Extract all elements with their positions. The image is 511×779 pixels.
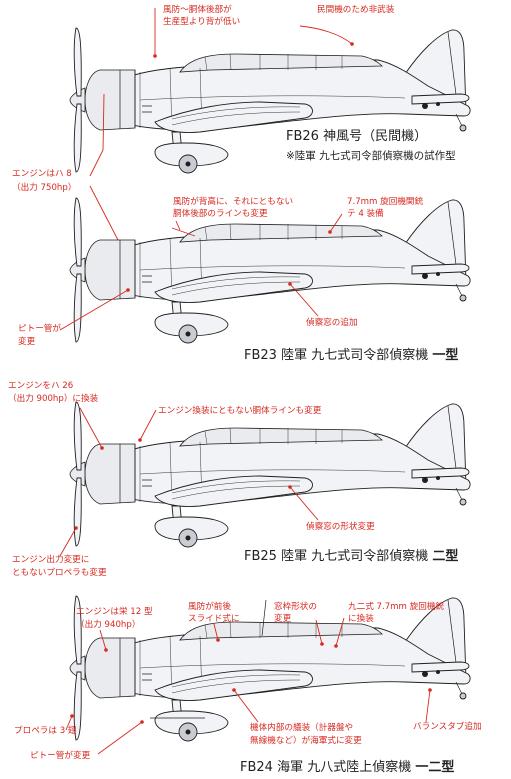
fb25-plane-drawing [69,401,471,548]
fb25-leader-engine [79,407,103,449]
fb26-block: FB26 神風号（民間機） ※陸軍 九七式司令部偵察機の試作型 風防〜胴体後部が… [153,3,456,162]
fb23-leader-canopy [171,227,196,237]
fb23-title: FB23 陸軍 九七式司令部偵察機 一型 [244,347,458,363]
fb24-leader-frame [315,619,323,645]
fb26-subtitle: ※陸軍 九七式司令部偵察機の試作型 [286,149,456,162]
fb24-leader-engine [99,629,107,651]
fb24-block: FB24 海軍 九八式陸上偵察機 一二型 エンジンは栄 12 型 （出力 940… [14,600,482,775]
fb24-note-balance: バランスタブ追加 [413,720,482,732]
fb24-note-prop: プロペラは 3 翅 [14,724,77,736]
fb23-leader-gun [329,213,343,233]
fb24-plane-drawing [69,595,471,742]
fb25-leader-window [289,486,319,521]
fb25-note-prop: エンジン出力変更に ともないプロペラも変更 [12,553,107,578]
fb25-title: FB25 陸軍 九七式司令部偵察機 二型 [244,548,458,564]
fb24-leader-interior [233,689,259,723]
fb24-leader-gun [335,617,345,647]
fb23-note-window: 偵察窓の追加 [306,316,358,328]
fb24-note-gun: 九二式 7.7mm 旋回機銃 に換装 [348,600,447,624]
fb24-note-pitot: ピトー管が変更 [30,749,91,761]
fb26-note-unarmed: 民間機のため非武装 [317,3,395,15]
fb23-plane-drawing [69,197,471,344]
fb24-title: FB24 海軍 九八式陸上偵察機 一二型 [240,759,454,775]
fb24-leader-prop [65,715,73,731]
fb26-title: FB26 神風号（民間機） [286,129,427,144]
fb23-note-gun: 7.7mm 旋回機関銃 テ 4 装備 [347,195,426,219]
fb24-leader-balance [425,689,431,723]
fb23-leader-window [289,283,319,317]
fb26-leader-unarmed [299,25,353,45]
shared-engine-note: エンジンはハ 8 （出力 750hp） [12,93,119,241]
fb24-note-frame: 窓枠形状の 変更 [274,600,320,624]
fb24-note-interior: 機体内部の艤装（計器盤や 無線機など）が海軍式に変更 [250,721,362,746]
shared-leader-down [89,185,119,241]
shared-engine-text: エンジンはハ 8 （出力 750hp） [12,168,76,193]
fb23-note-canopy: 風防が背高に、それにともない 胴体後部のラインも変更 [173,195,296,219]
fb25-block: FB25 陸軍 九七式司令部偵察機 二型 エンジンをハ 26 （出力 900hp… [8,380,458,578]
fb23-block: FB23 陸軍 九七式司令部偵察機 一型 風防が背高に、それにともない 胴体後部… [18,195,458,363]
fb24-leader-canopy [213,623,219,641]
fb25-note-line: エンジン換装にともない胴体ラインも変更 [158,404,322,416]
fb24-leader-pitot [97,721,143,755]
fb25-note-window: 偵察窓の形状変更 [306,520,375,532]
fb25-note-engine: エンジンをハ 26 （出力 900hp）に換装 [8,380,99,404]
fb23-note-pitot: ピトー管が 変更 [18,322,64,347]
fb24-note-canopy: 風防が前後 スライド式に [188,600,240,624]
shared-leader-up [89,93,105,177]
fb23-leader-pitot [59,289,129,331]
fb26-note-canopy: 風防〜胴体後部が 生産型より背が低い [163,3,240,27]
fb25-leader-prop [59,527,77,557]
fb24-note-engine: エンジンは栄 12 型 （出力 940hp） [76,605,155,630]
fb25-leader-line [139,409,157,441]
